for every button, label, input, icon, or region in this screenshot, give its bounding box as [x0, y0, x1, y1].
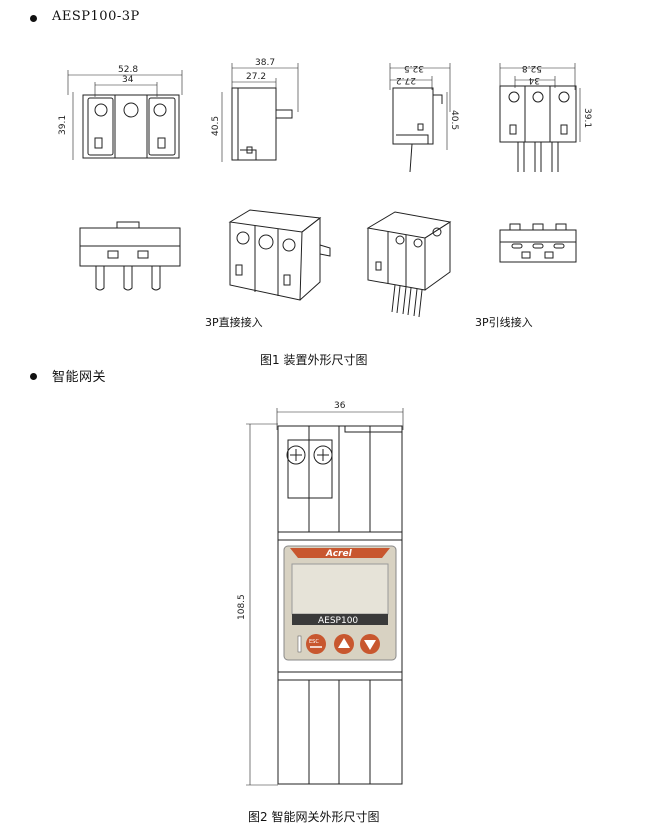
lead-side-dim-total: 32.5 [404, 63, 424, 73]
gateway-dim-height: 108.5 [237, 594, 247, 620]
section2-heading: 智能网关 [52, 370, 107, 385]
lead-side-dim-body: 27.2 [396, 75, 416, 85]
label-3p-direct: 3P直接接入 [205, 316, 263, 329]
label-3p-lead: 3P引线接入 [475, 316, 533, 329]
figure1-drawings: 52.8 34 39.1 38.7 27.2 40.5 32.5 27.2 40… [58, 58, 592, 318]
front-dim-height: 39.1 [58, 115, 68, 135]
bottom-view-lead [499, 223, 577, 263]
front-view-direct [67, 70, 183, 160]
figure2-gateway: 36 108.5 Acrel AESP100 ESC [237, 401, 404, 786]
gateway-dim-width: 36 [334, 401, 346, 411]
bullet-1 [30, 15, 37, 22]
side-dim-height: 40.5 [211, 116, 221, 136]
front-dim-inner: 34 [122, 75, 134, 85]
side-view-direct [221, 63, 299, 162]
side-dim-body: 27.2 [246, 72, 266, 82]
lead-side-dim-height: 40.5 [449, 110, 459, 130]
model-label: AESP100 [318, 616, 358, 626]
lead-front-dim-inner: 34 [528, 75, 540, 85]
section1-heading: AESP100-3P [52, 9, 140, 24]
front-dim-width: 52.8 [118, 65, 138, 75]
bullet-2 [30, 373, 37, 380]
iso-view-direct [228, 209, 331, 301]
figure2-caption: 图2 智能网关外形尺寸图 [248, 810, 380, 824]
side-view-lead [389, 63, 451, 173]
front-view-lead [499, 63, 581, 172]
side-dim-total: 38.7 [255, 58, 275, 68]
figure1-caption: 图1 装置外形尺寸图 [260, 353, 368, 367]
lead-front-dim-height: 39.1 [582, 108, 592, 128]
lead-front-dim-width: 52.8 [522, 63, 542, 73]
esc-label: ESC [309, 639, 319, 645]
bottom-view-direct [79, 221, 181, 291]
iso-view-lead [366, 211, 452, 318]
brand-logo: Acrel [325, 549, 353, 559]
